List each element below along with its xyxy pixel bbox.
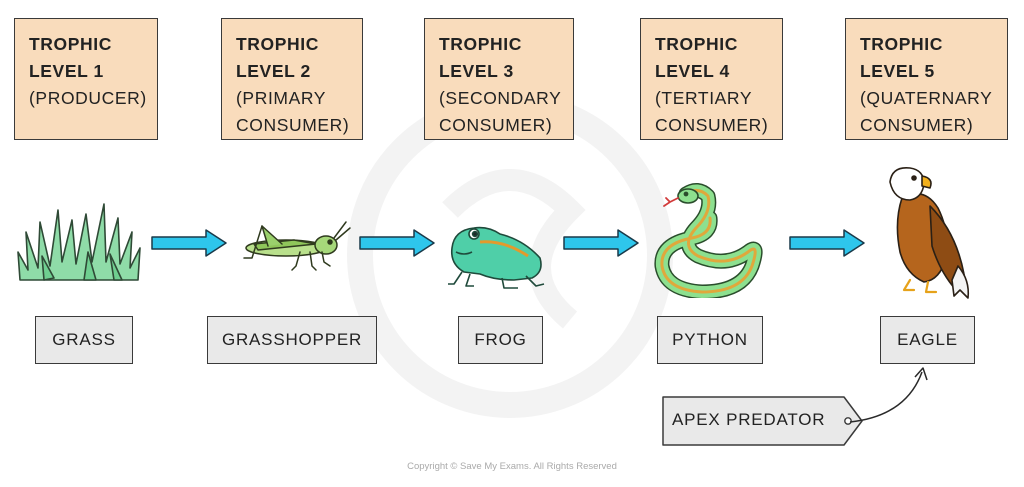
copyright-notice: Copyright © Save My Exams. All Rights Re… xyxy=(407,461,617,472)
level-title: TROPHIC xyxy=(655,34,738,54)
level-title: TROPHIC xyxy=(236,34,319,54)
apex-predator-tag xyxy=(662,396,863,446)
level-role-2: CONSUMER) xyxy=(655,115,769,135)
organism-label-eagle: EAGLE xyxy=(880,316,975,364)
level-role: (SECONDARY xyxy=(439,88,562,108)
level-number: LEVEL 3 xyxy=(439,61,514,81)
level-title: TROPHIC xyxy=(860,34,943,54)
level-role-2: CONSUMER) xyxy=(860,115,974,135)
arrow-right-icon xyxy=(789,229,865,257)
level-role-2: CONSUMER) xyxy=(236,115,350,135)
grasshopper-icon xyxy=(243,221,351,271)
python-icon xyxy=(654,183,763,298)
eagle-icon xyxy=(889,166,970,299)
curved-arrow-icon xyxy=(849,367,928,423)
organism-label-frog: FROG xyxy=(458,316,543,364)
level-role: (QUATERNARY xyxy=(860,88,993,108)
trophic-level-5-box: TROPHIC LEVEL 5 (QUATERNARY CONSUMER) xyxy=(845,18,1008,140)
level-title: TROPHIC xyxy=(29,34,112,54)
trophic-level-1-box: TROPHIC LEVEL 1 (PRODUCER) xyxy=(14,18,158,140)
grass-icon xyxy=(17,203,141,281)
organism-label-grass: GRASS xyxy=(35,316,133,364)
level-role: (PRIMARY xyxy=(236,88,327,108)
level-role: (PRODUCER) xyxy=(29,88,147,108)
apex-predator-label: APEX PREDATOR xyxy=(672,410,826,429)
level-title: TROPHIC xyxy=(439,34,522,54)
organism-label-python: PYTHON xyxy=(657,316,763,364)
trophic-level-3-box: TROPHIC LEVEL 3 (SECONDARY CONSUMER) xyxy=(424,18,574,140)
trophic-level-4-box: TROPHIC LEVEL 4 (TERTIARY CONSUMER) xyxy=(640,18,783,140)
organism-label-grasshopper: GRASSHOPPER xyxy=(207,316,377,364)
arrow-right-icon xyxy=(563,229,639,257)
trophic-level-2-box: TROPHIC LEVEL 2 (PRIMARY CONSUMER) xyxy=(221,18,363,140)
level-number: LEVEL 5 xyxy=(860,61,935,81)
level-role-2: CONSUMER) xyxy=(439,115,553,135)
level-number: LEVEL 1 xyxy=(29,61,104,81)
arrow-right-icon xyxy=(359,229,435,257)
level-number: LEVEL 4 xyxy=(655,61,730,81)
frog-icon xyxy=(448,226,545,289)
level-number: LEVEL 2 xyxy=(236,61,311,81)
arrow-right-icon xyxy=(151,229,227,257)
level-role: (TERTIARY xyxy=(655,88,753,108)
